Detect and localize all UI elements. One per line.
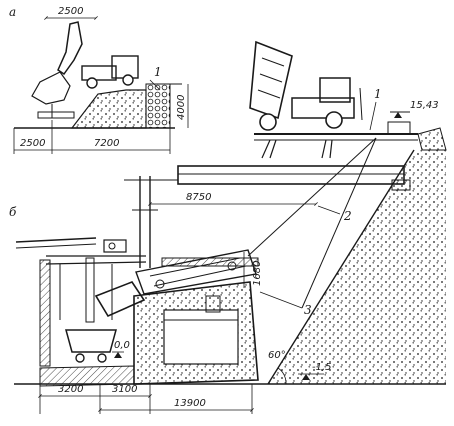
dim-8750: 8750	[186, 192, 211, 203]
dim-a-4000: 4000	[176, 95, 187, 120]
callout-1a: 1	[154, 65, 162, 79]
part-a-label: а	[9, 5, 16, 19]
stone-fill-a	[145, 83, 171, 129]
callout-2: 2	[343, 209, 352, 223]
dim-a-7200: 7200	[94, 138, 119, 149]
dim-a-2500: 2500	[20, 138, 45, 149]
left-frame	[15, 237, 147, 367]
right-slope	[268, 150, 446, 384]
embankment-a	[70, 89, 147, 129]
part-a-drawing: а 1 2500 2500 7200	[9, 5, 189, 154]
dim-13900: 13900	[174, 398, 206, 409]
level-15-43: 15,43	[410, 100, 439, 111]
callout-3: 3	[304, 303, 312, 317]
excavator-sketch	[31, 21, 83, 119]
hopper-frame-top	[161, 257, 259, 267]
level-minus-1-5: -1,5	[312, 362, 332, 373]
dim-3200: 3200	[58, 384, 83, 395]
column-supports	[132, 176, 158, 268]
part-b-label: б	[9, 205, 17, 219]
trestle-supports	[261, 139, 333, 159]
part-b-drawing: б 8750 2	[9, 137, 446, 414]
truck-a-sketch	[81, 55, 139, 89]
dim-1680: 1680	[252, 261, 263, 286]
callout-1b: 1	[374, 87, 382, 101]
conveyor-beam	[177, 165, 405, 185]
angle-60: 60°	[268, 350, 286, 361]
dim-3100: 3100	[112, 384, 137, 395]
rail-car	[65, 329, 117, 363]
dim-a-top: 2500	[58, 6, 83, 17]
tipping-truck-sketch	[249, 40, 363, 131]
level-0-0: 0,0	[114, 340, 130, 351]
ground-base	[39, 365, 135, 387]
